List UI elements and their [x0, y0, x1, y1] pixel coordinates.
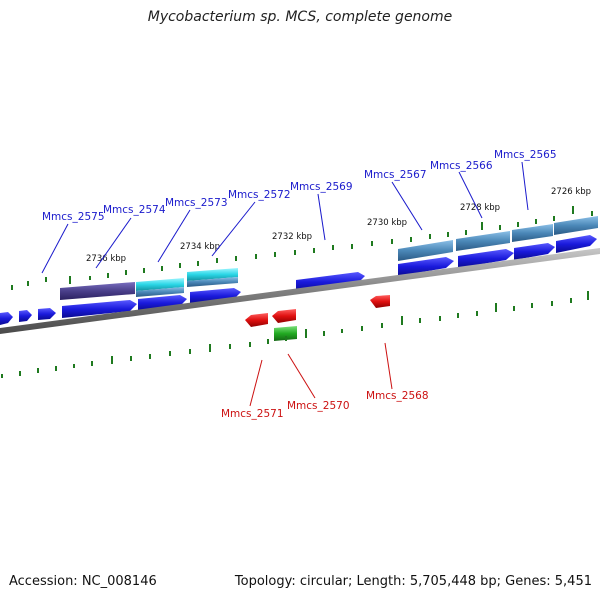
- top-gene-labels: Mmcs_2575 Mmcs_2574 Mmcs_2573 Mmcs_2572 …: [42, 149, 557, 223]
- cog-segment: [187, 277, 238, 287]
- cog-segment: [554, 216, 598, 235]
- genome-backbone: [0, 248, 600, 334]
- cog-segment: [512, 224, 553, 242]
- gene-arrow[interactable]: [398, 257, 454, 276]
- genome-summary-text: Topology: circular; Length: 5,705,448 bp…: [234, 574, 592, 589]
- gene-arrow[interactable]: [138, 295, 187, 311]
- kbp-label: 2736 kbp: [86, 254, 126, 264]
- gene-arrow[interactable]: [514, 243, 555, 260]
- map-title: Mycobacterium sp. MCS, complete genome: [147, 9, 453, 25]
- bottom-leader-lines: [249, 342, 393, 407]
- cog-segment: [187, 268, 238, 281]
- cog-segment: [398, 240, 453, 261]
- outer-tick-track: [11, 206, 593, 290]
- gene-label[interactable]: Mmcs_2570: [287, 400, 350, 412]
- reverse-strand-track: [245, 295, 390, 341]
- cog-track: [60, 216, 598, 300]
- cog-segment: [60, 282, 135, 300]
- kbp-label: 2734 kbp: [180, 242, 220, 252]
- gene-label[interactable]: Mmcs_2574: [103, 204, 166, 216]
- cog-segment: [136, 287, 184, 297]
- gene-label[interactable]: Mmcs_2573: [165, 197, 228, 209]
- gene-arrow[interactable]: [556, 235, 597, 253]
- gene-label[interactable]: Mmcs_2565: [494, 149, 557, 161]
- gene-arrow[interactable]: [19, 310, 32, 322]
- bottom-gene-labels: Mmcs_2571 Mmcs_2570 Mmcs_2568: [221, 390, 429, 420]
- gene-label[interactable]: Mmcs_2566: [430, 160, 493, 172]
- gene-label[interactable]: Mmcs_2569: [290, 181, 353, 193]
- kbp-label: 2728 kbp: [460, 203, 500, 213]
- gene-arrow-reverse[interactable]: [245, 313, 268, 327]
- kbp-label: 2732 kbp: [272, 232, 312, 242]
- cog-segment: [136, 278, 184, 291]
- gene-arrow[interactable]: [0, 312, 13, 325]
- gene-arrow[interactable]: [458, 249, 514, 268]
- gene-label[interactable]: Mmcs_2572: [228, 189, 291, 201]
- accession-text: Accession: NC_008146: [9, 574, 157, 589]
- gene-arrow[interactable]: [190, 288, 241, 304]
- gene-label[interactable]: Mmcs_2571: [221, 408, 284, 420]
- gene-arrow-reverse[interactable]: [370, 295, 390, 308]
- gene-arrow[interactable]: [62, 300, 137, 318]
- cog-segment: [456, 231, 510, 251]
- gene-label[interactable]: Mmcs_2567: [364, 169, 427, 181]
- top-leader-lines: [41, 161, 529, 274]
- inner-tick-track: [1, 291, 589, 378]
- kbp-label: 2730 kbp: [367, 218, 407, 228]
- gene-label[interactable]: Mmcs_2575: [42, 211, 105, 223]
- kbp-scale: 2736 kbp 2734 kbp 2732 kbp 2730 kbp 2728…: [86, 187, 591, 264]
- kbp-label: 2726 kbp: [551, 187, 591, 197]
- gene-arrow[interactable]: [38, 308, 56, 320]
- gene-arrow-reverse[interactable]: [272, 309, 296, 323]
- gene-label[interactable]: Mmcs_2568: [366, 390, 429, 402]
- rna-gene[interactable]: [274, 326, 297, 341]
